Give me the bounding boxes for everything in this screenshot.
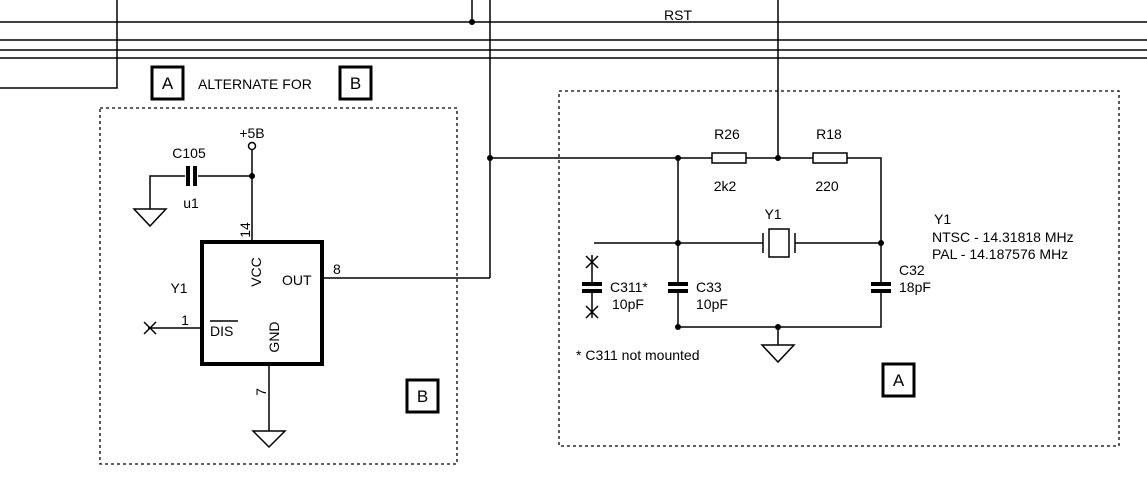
option-a-tag-label: A — [893, 371, 905, 390]
pin-out-name: OUT — [282, 272, 312, 288]
junction-crystal-right — [878, 240, 884, 246]
crystal-note-pal: PAL - 14.187576 MHz — [932, 246, 1068, 262]
pin-vcc-number: 14 — [237, 222, 253, 238]
pin-gnd-number: 7 — [253, 388, 269, 396]
ground-symbol-c105 — [132, 208, 168, 228]
c33-value: 10pF — [696, 296, 728, 312]
crystal-note-ntsc: NTSC - 14.31818 MHz — [932, 229, 1074, 245]
c33-ref: C33 — [696, 279, 722, 295]
junction-r26-r18 — [775, 155, 781, 161]
c105-value: u1 — [183, 195, 199, 211]
c311-nc-mark-bottom-b — [585, 305, 599, 319]
pin-dis-name: DIS — [210, 323, 233, 339]
crystal-note-ref: Y1 — [934, 211, 951, 227]
legend-text: ALTERNATE FOR — [198, 76, 312, 92]
wire-c105-left — [149, 175, 185, 209]
c311-value: 10pF — [612, 296, 644, 312]
option-a-tag-box — [881, 362, 916, 398]
option-a-outline — [558, 90, 1120, 447]
resistor-r26 — [711, 152, 747, 164]
oscillator-ic-body — [200, 240, 324, 366]
r18-ref: R18 — [816, 126, 842, 142]
legend-box-a — [150, 65, 185, 101]
option-b-outline — [99, 107, 458, 465]
wire-ground-net — [678, 292, 882, 328]
option-b-block: +5B C105 u1 Y1 14 VCC OUT 8 1 DIS GND 7 — [99, 107, 490, 465]
footnote: * C311 not mounted — [576, 347, 700, 363]
option-a-block: R26 2k2 R18 220 Y1 C311* 10pF — [487, 90, 1120, 447]
legend-box-a-label: A — [162, 74, 174, 93]
crystal-ref: Y1 — [764, 206, 781, 222]
dis-nc-mark-b — [143, 321, 157, 335]
legend: A ALTERNATE FOR B — [150, 65, 373, 101]
legend-box-b-label: B — [350, 74, 361, 93]
crystal-y1 — [768, 228, 790, 258]
c311-ref: C311* — [610, 279, 648, 295]
r18-value: 220 — [815, 178, 839, 194]
junction-rst — [469, 19, 475, 25]
c311-nc-mark-top-b — [585, 255, 599, 269]
c105-ref: C105 — [172, 145, 206, 161]
ground-symbol-ic — [251, 430, 287, 449]
pin-vcc-name: VCC — [248, 257, 264, 287]
supply-terminal — [247, 141, 257, 151]
wire-left-top — [0, 0, 118, 89]
wire-r18-right — [847, 157, 882, 283]
legend-box-b — [338, 65, 373, 101]
r26-value: 2k2 — [714, 178, 737, 194]
pin-dis-number: 1 — [181, 312, 189, 328]
resistor-r18 — [812, 152, 848, 164]
supply-label: +5B — [239, 125, 264, 141]
rst-label: RST — [664, 7, 692, 23]
c32-value: 18pF — [899, 279, 931, 295]
bus-lines: RST — [0, 0, 1147, 278]
ground-symbol-crystal — [760, 344, 796, 364]
junction-top-net — [487, 155, 493, 161]
r26-ref: R26 — [714, 126, 740, 142]
c32-ref: C32 — [899, 262, 925, 278]
option-b-tag-box — [405, 378, 440, 414]
pin-out-number: 8 — [333, 261, 341, 277]
ic-ref: Y1 — [170, 280, 187, 296]
pin-gnd-name: GND — [266, 321, 282, 352]
option-b-tag-label: B — [417, 387, 428, 406]
